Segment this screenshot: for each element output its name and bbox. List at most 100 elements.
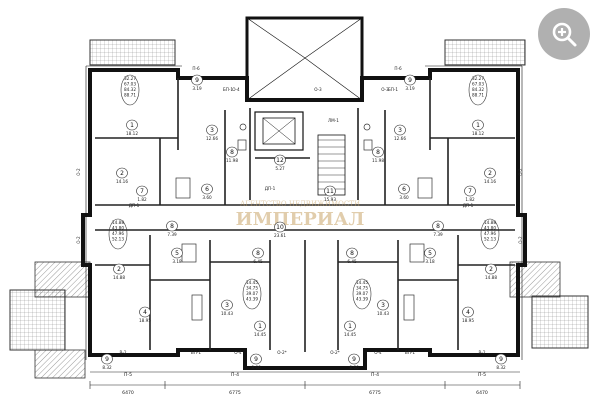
element-tag: П-6 xyxy=(394,66,402,71)
room-number: 6 xyxy=(205,186,209,193)
zoom-in-button[interactable] xyxy=(538,8,590,60)
axis-label: П-4 xyxy=(231,372,239,378)
room-area: 12.66 xyxy=(394,136,406,141)
element-tag: О-3 xyxy=(314,87,322,92)
room-marker xyxy=(254,320,266,332)
room-area: 6.45 xyxy=(347,259,357,264)
summary-line: 43.39 xyxy=(246,297,258,302)
room-area: 3.19 xyxy=(405,86,415,91)
room-marker xyxy=(495,353,507,365)
ladder-tag: ЛМ-1 xyxy=(328,118,339,123)
room-label: 114.45 xyxy=(344,320,356,337)
axis-label: П-4 xyxy=(371,372,379,378)
summary-line: 32.27 xyxy=(124,76,136,81)
room-number: 8 xyxy=(256,250,260,257)
room-area: 14.88 xyxy=(485,275,497,280)
room-marker xyxy=(394,124,406,136)
summary-line: 52.13 xyxy=(112,237,124,242)
room-label: 118.12 xyxy=(126,119,138,136)
room-area: 8.32 xyxy=(496,365,506,370)
room-label: 811.98 xyxy=(372,146,384,163)
room-number: 9 xyxy=(195,77,199,84)
room-number: 5 xyxy=(175,250,179,257)
room-label: 63.60 xyxy=(201,183,213,200)
room-number: 2 xyxy=(120,170,124,177)
element-tag: О-2 xyxy=(518,236,523,244)
summary-line: 67.03 xyxy=(124,82,136,87)
summary-line: 39.07 xyxy=(246,291,258,296)
room-label: 312.66 xyxy=(394,124,406,141)
room-area: 7.39 xyxy=(433,232,443,237)
room-label: 214.88 xyxy=(113,263,125,280)
room-area: 18.95 xyxy=(462,318,474,323)
room-label: 214.88 xyxy=(485,263,497,280)
room-marker xyxy=(101,353,113,365)
room-number: 2 xyxy=(117,266,121,273)
room-number: 1 xyxy=(130,122,134,129)
outer-walls xyxy=(81,65,527,370)
room-number: 6 xyxy=(402,186,406,193)
room-label: 86.45 xyxy=(252,247,264,264)
summary-line: 43.39 xyxy=(356,297,368,302)
room-label: 312.66 xyxy=(206,124,218,141)
room-label: 53.18 xyxy=(171,247,183,264)
room-area: 15.93 xyxy=(324,197,336,202)
summary-line: 67.03 xyxy=(472,82,484,87)
summary-line: 34.75 xyxy=(356,286,368,291)
element-tag: О-2* xyxy=(277,350,287,355)
room-number: 12 xyxy=(276,157,284,164)
room-number: 1 xyxy=(476,122,480,129)
room-area: 3.18 xyxy=(172,259,182,264)
room-labels: 93.1993.19118.12118.12312.66312.66214.16… xyxy=(101,74,507,370)
summary-marker xyxy=(108,218,128,250)
room-number: 1 xyxy=(258,323,262,330)
room-label: 98.66 xyxy=(348,353,360,370)
summary-line: 14.45 xyxy=(356,280,368,285)
room-marker xyxy=(139,306,151,318)
room-area: 18.12 xyxy=(126,131,138,136)
room-number: 9 xyxy=(352,356,356,363)
stair-core xyxy=(254,111,346,196)
room-area: 11.98 xyxy=(226,158,238,163)
element-tag: ДП-1 xyxy=(463,203,474,208)
room-area: 7.39 xyxy=(167,232,177,237)
summary-line: 52.13 xyxy=(484,237,496,242)
room-marker xyxy=(116,167,128,179)
room-number: 2 xyxy=(489,266,493,273)
element-tag: БП-1 xyxy=(223,87,234,92)
room-number: 1 xyxy=(348,323,352,330)
room-marker xyxy=(424,247,436,259)
room-number: 9 xyxy=(254,356,258,363)
room-marker xyxy=(201,183,213,195)
summary-line: 14.88 xyxy=(484,220,496,225)
room-marker xyxy=(398,183,410,195)
room-label: 93.19 xyxy=(404,74,416,91)
room-area: 6.45 xyxy=(253,259,263,264)
balconies xyxy=(9,39,589,379)
room-area: 5.27 xyxy=(275,166,285,171)
room-label: 310.43 xyxy=(221,299,233,316)
room-number: 2 xyxy=(488,170,492,177)
element-tag: О-4 xyxy=(232,87,240,92)
roof-stair-block xyxy=(245,16,364,102)
element-tag: О-3 xyxy=(381,87,389,92)
axis-label: П-5 xyxy=(478,372,486,378)
room-marker xyxy=(171,247,183,259)
summary-line: 88.71 xyxy=(472,93,484,98)
room-label: 418.95 xyxy=(462,306,474,323)
room-area: 3.60 xyxy=(399,195,409,200)
element-tag: О-4 xyxy=(234,350,242,355)
room-marker xyxy=(377,299,389,311)
room-label: 93.19 xyxy=(191,74,203,91)
summary-line: 88.71 xyxy=(124,93,136,98)
room-number: 3 xyxy=(225,302,229,309)
room-marker xyxy=(113,263,125,275)
room-number: 8 xyxy=(230,149,234,156)
summary-line: 47.96 xyxy=(112,231,124,236)
room-area: 1.82 xyxy=(465,197,475,202)
room-marker xyxy=(344,320,356,332)
element-tag: В-2 xyxy=(478,350,485,355)
summary-marker xyxy=(468,74,488,106)
dimension-value: 6470 xyxy=(476,390,488,396)
